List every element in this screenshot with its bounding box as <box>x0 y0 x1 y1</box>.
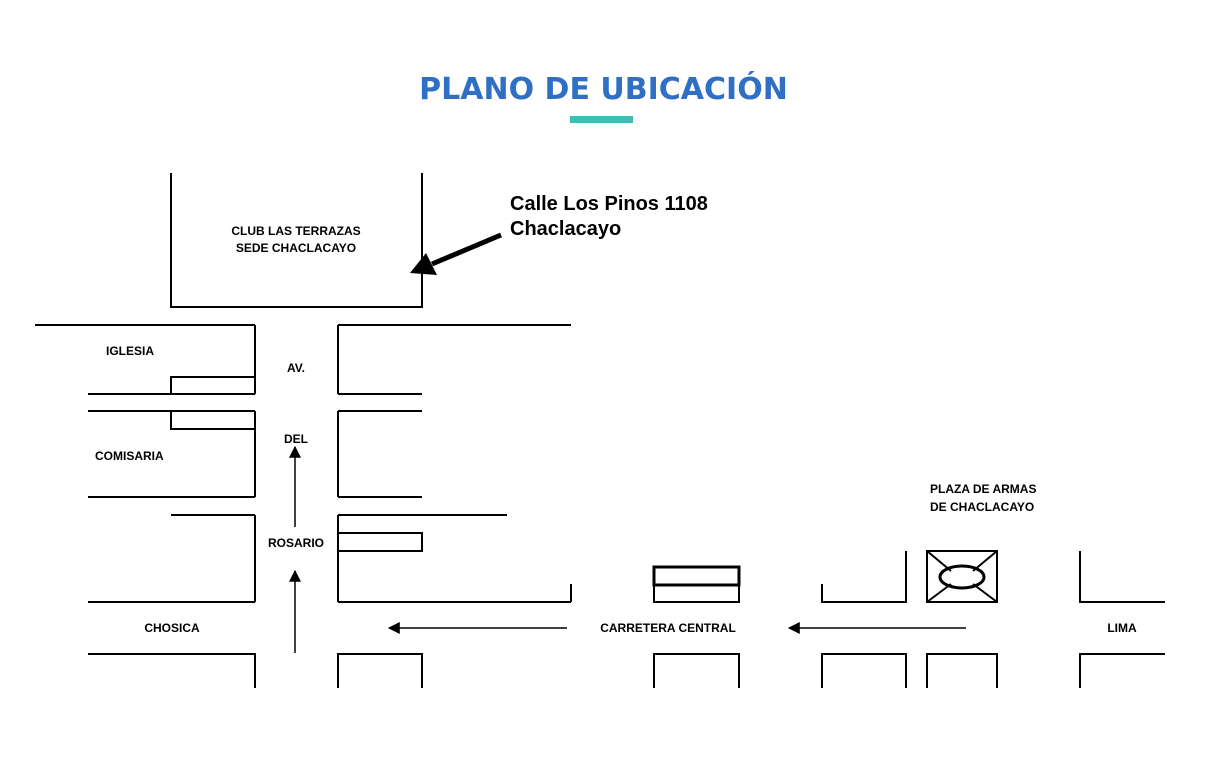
middle-block <box>652 565 741 603</box>
pointer-arrow-icon <box>410 232 502 275</box>
comisaria-block <box>88 410 256 498</box>
avenue-label-del: DEL <box>284 432 308 446</box>
avenue-label-av: AV. <box>287 361 305 375</box>
iglesia-label: IGLESIA <box>106 344 154 358</box>
right-avenue-blocks <box>337 324 572 603</box>
address-line1: Calle Los Pinos 1108 <box>510 193 708 215</box>
avenue-label-rosario: ROSARIO <box>268 536 324 550</box>
comisaria-label: COMISARIA <box>95 449 164 463</box>
plaza-area <box>821 550 998 603</box>
bottom-blocks <box>88 653 1165 688</box>
plaza-label-line1: PLAZA DE ARMAS <box>930 482 1036 496</box>
lima-block <box>1079 551 1165 603</box>
club-block <box>170 173 423 308</box>
page-title: PLANO DE UBICACIÓN <box>419 72 788 107</box>
title-underline <box>570 116 633 123</box>
address-line2: Chaclacayo <box>510 218 621 240</box>
plaza-label-line2: DE CHACLACAYO <box>930 500 1034 514</box>
club-label-line1: CLUB LAS TERRAZAS <box>231 224 360 238</box>
direction-arrow-icon <box>289 445 966 653</box>
plaza-roundabout-icon <box>926 550 998 603</box>
iglesia-block <box>35 324 256 395</box>
club-label-line2: SEDE CHACLACAYO <box>236 241 356 255</box>
chosica-label: CHOSICA <box>144 621 200 635</box>
lima-label: LIMA <box>1107 621 1137 635</box>
carretera-label: CARRETERA CENTRAL <box>600 621 736 635</box>
lower-left-block <box>88 514 256 603</box>
